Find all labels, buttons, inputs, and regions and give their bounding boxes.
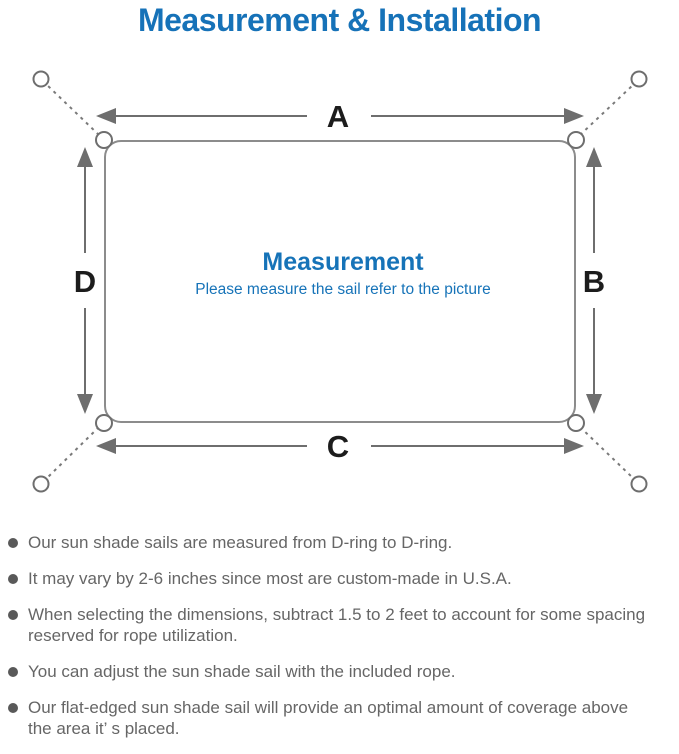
- measurement-diagram: A C D B Measurement Please measure the s…: [32, 70, 648, 493]
- dim-label-b: B: [583, 264, 605, 299]
- sail-outline: [104, 140, 576, 423]
- note-text: Our sun shade sails are measured from D-…: [28, 533, 453, 552]
- note-item: Our flat-edged sun shade sail will provi…: [8, 697, 671, 739]
- anchor-ring-icon-top-right: [630, 70, 648, 88]
- note-text: Our flat-edged sun shade sail will provi…: [28, 698, 629, 738]
- anchor-ring-icon-bottom-right: [630, 475, 648, 493]
- bullet-dot-icon: [8, 574, 18, 584]
- bullet-dot-icon: [8, 703, 18, 713]
- bullet-dot-icon: [8, 538, 18, 548]
- dim-label-c: C: [327, 429, 349, 464]
- dim-label-a: A: [327, 99, 349, 134]
- diagram-center-title: Measurement: [262, 248, 424, 276]
- note-item: When selecting the dimensions, subtract …: [8, 604, 671, 646]
- bullet-dot-icon: [8, 667, 18, 677]
- d-ring-icon-bottom-left: [95, 414, 113, 432]
- note-text: It may vary by 2-6 inches since most are…: [28, 569, 512, 588]
- note-text: When selecting the dimensions, subtract …: [28, 605, 646, 645]
- rope-dotted-line-bottom-right: [579, 426, 634, 479]
- anchor-ring-icon-top-left: [32, 70, 50, 88]
- rope-dotted-line-bottom-left: [46, 426, 100, 479]
- d-ring-icon-top-right: [567, 131, 585, 149]
- note-item: It may vary by 2-6 inches since most are…: [8, 568, 671, 589]
- anchor-ring-icon-bottom-left: [32, 475, 50, 493]
- note-item: You can adjust the sun shade sail with t…: [8, 661, 671, 682]
- d-ring-icon-top-left: [95, 131, 113, 149]
- note-item: Our sun shade sails are measured from D-…: [8, 532, 671, 553]
- rope-dotted-line-top-left: [46, 84, 100, 136]
- d-ring-icon-bottom-right: [567, 414, 585, 432]
- diagram-center-subtitle: Please measure the sail refer to the pic…: [195, 281, 491, 298]
- note-text: You can adjust the sun shade sail with t…: [28, 662, 456, 681]
- bullet-dot-icon: [8, 610, 18, 620]
- rope-dotted-line-top-right: [579, 84, 634, 136]
- dim-label-d: D: [74, 264, 96, 299]
- notes-list: Our sun shade sails are measured from D-…: [8, 532, 671, 754]
- sail-diagram-canvas: A C D B Measurement Please measure the s…: [32, 70, 648, 493]
- page-title: Measurement & Installation: [137, 2, 542, 38]
